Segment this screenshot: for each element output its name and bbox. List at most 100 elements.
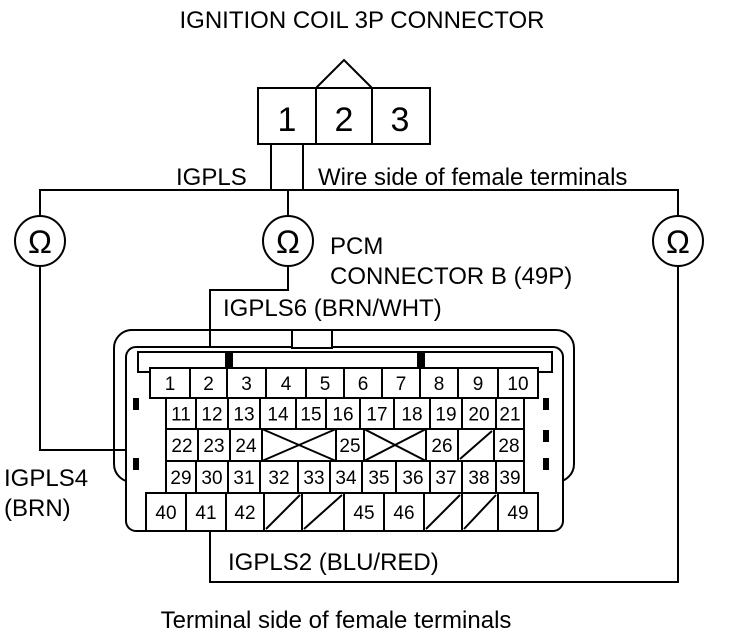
wire-side-label: Wire side of female terminals (318, 164, 627, 191)
pcm-terminal-number: 26 (431, 436, 452, 457)
pcm-terminal-cell (419, 367, 459, 399)
pcm-terminal-number: 14 (267, 405, 289, 426)
igpls2-label: IGPLS2 (BLU/RED) (228, 549, 439, 576)
pcm-terminal-number: 42 (234, 503, 255, 524)
pcm-terminal-number: 28 (498, 436, 519, 457)
pcm-terminal-number: 33 (303, 468, 324, 489)
unused-terminal-mark (425, 494, 461, 530)
pcm-terminal-number: 35 (368, 468, 389, 489)
coil-terminal-3: 3 (391, 101, 410, 139)
ohm-icon: Ω (28, 224, 52, 260)
igpls4-label-line2: (BRN) (4, 495, 71, 522)
pcm-terminal-number: 20 (468, 405, 489, 426)
pcm-label-line1: PCM (330, 233, 383, 260)
pcm-terminal-number: 12 (201, 405, 222, 426)
igpls4-label-line1: IGPLS4 (4, 465, 88, 492)
ohm-icon: Ω (276, 224, 300, 260)
pcm-terminal-cell (265, 367, 307, 399)
wire-to-terminal-41 (209, 266, 679, 583)
pcm-terminal-number: 16 (332, 405, 353, 426)
pcm-terminal-number: 31 (233, 468, 254, 489)
pcm-terminal-cell (383, 492, 425, 532)
pcm-terminal-number: 23 (203, 436, 224, 457)
pcm-terminal-number: 15 (300, 405, 321, 426)
pcm-terminal-number: 1 (165, 374, 176, 395)
pcm-terminal-number: 34 (335, 468, 357, 489)
ohmmeter-left: Ω (14, 215, 66, 267)
pcm-terminal-cell (226, 367, 267, 399)
pcm-terminal-number: 25 (339, 436, 360, 457)
ohmmeter-right: Ω (652, 215, 704, 267)
pcm-terminal-number: 10 (507, 374, 528, 395)
coil-connector-body (257, 87, 431, 145)
pcm-terminal-number: 37 (435, 468, 456, 489)
igpls6-label: IGPLS6 (BRN/WHT) (223, 295, 442, 322)
pcm-terminal-number: 46 (393, 503, 414, 524)
pcm-terminal-cell (225, 492, 265, 532)
pcm-terminal-number: 36 (402, 468, 423, 489)
pcm-terminal-number: 7 (396, 374, 407, 395)
pcm-terminal-number: 6 (358, 374, 369, 395)
pcm-terminal-number: 32 (268, 468, 289, 489)
igpls-label: IGPLS (176, 164, 247, 191)
pcm-terminal-number: 29 (170, 468, 191, 489)
unused-terminal-mark (463, 494, 497, 530)
diagram-title: IGNITION COIL 3P CONNECTOR (180, 7, 545, 34)
pcm-terminal-number: 18 (401, 405, 422, 426)
pcm-terminal-cell (457, 367, 499, 399)
pcm-terminal-number: 2 (203, 374, 214, 395)
pcm-terminal-number: 24 (235, 436, 257, 457)
ohm-icon: Ω (666, 224, 690, 260)
pcm-terminal-number: 21 (499, 405, 520, 426)
pcm-label-line2: CONNECTOR B (49P) (330, 263, 572, 290)
pcm-terminal-number: 39 (499, 468, 520, 489)
pcm-terminal-number: 9 (473, 374, 484, 395)
wire-to-terminal-2 (209, 266, 289, 380)
pcm-terminal-number: 30 (201, 468, 222, 489)
pcm-terminal-number: 49 (507, 503, 528, 524)
coil-connector-key (315, 58, 373, 89)
wires (39, 144, 679, 583)
pcm-terminal-cell (425, 428, 459, 462)
pcm-terminal-number: 41 (195, 503, 216, 524)
wire-to-terminal-22 (39, 266, 166, 451)
coil-terminal-1: 1 (278, 101, 297, 139)
footer-label: Terminal side of female terminals (161, 607, 512, 634)
pcm-connector-tabs (133, 398, 549, 470)
unused-terminal-mark (363, 428, 427, 462)
pcm-terminal-cell (259, 397, 297, 430)
pcm-terminal-cell (495, 460, 525, 494)
pcm-terminal-cell (149, 367, 191, 399)
unused-terminal-mark (459, 430, 493, 460)
pcm-terminal-number: 5 (320, 374, 331, 395)
pcm-terminal-cell (429, 460, 463, 494)
pcm-terminal-cell (393, 397, 431, 430)
pcm-terminal-cell (185, 492, 227, 532)
pcm-terminal-number: 11 (171, 405, 191, 426)
ohmmeter-middle: Ω (262, 215, 314, 267)
pcm-terminal-number: 38 (468, 468, 489, 489)
pcm-terminal-number: 17 (366, 405, 387, 426)
pcm-terminal-cell (195, 397, 229, 430)
pcm-terminal-number: 3 (241, 374, 252, 395)
pcm-terminal-number: 4 (281, 374, 292, 395)
pcm-connector-latch (291, 329, 333, 349)
pcm-terminal-cell (165, 428, 199, 462)
pcm-terminal-number: 22 (171, 436, 192, 457)
pcm-terminal-cell (497, 492, 539, 532)
coil-connector (257, 58, 431, 145)
wire-igpls-right (303, 189, 679, 216)
pcm-terminal-cell (429, 397, 463, 430)
unused-terminal-mark (303, 494, 343, 530)
unused-terminal-mark (261, 428, 337, 462)
pcm-terminal-number: 45 (353, 503, 374, 524)
pcm-terminal-number: 13 (233, 405, 254, 426)
pcm-terminal-number: 40 (155, 503, 176, 524)
wire-igpls-left (39, 189, 271, 216)
coil-terminal-2: 2 (335, 101, 354, 139)
pcm-terminal-cell (361, 460, 397, 494)
pcm-terminal-number: 19 (435, 405, 456, 426)
unused-terminal-mark (265, 494, 301, 530)
